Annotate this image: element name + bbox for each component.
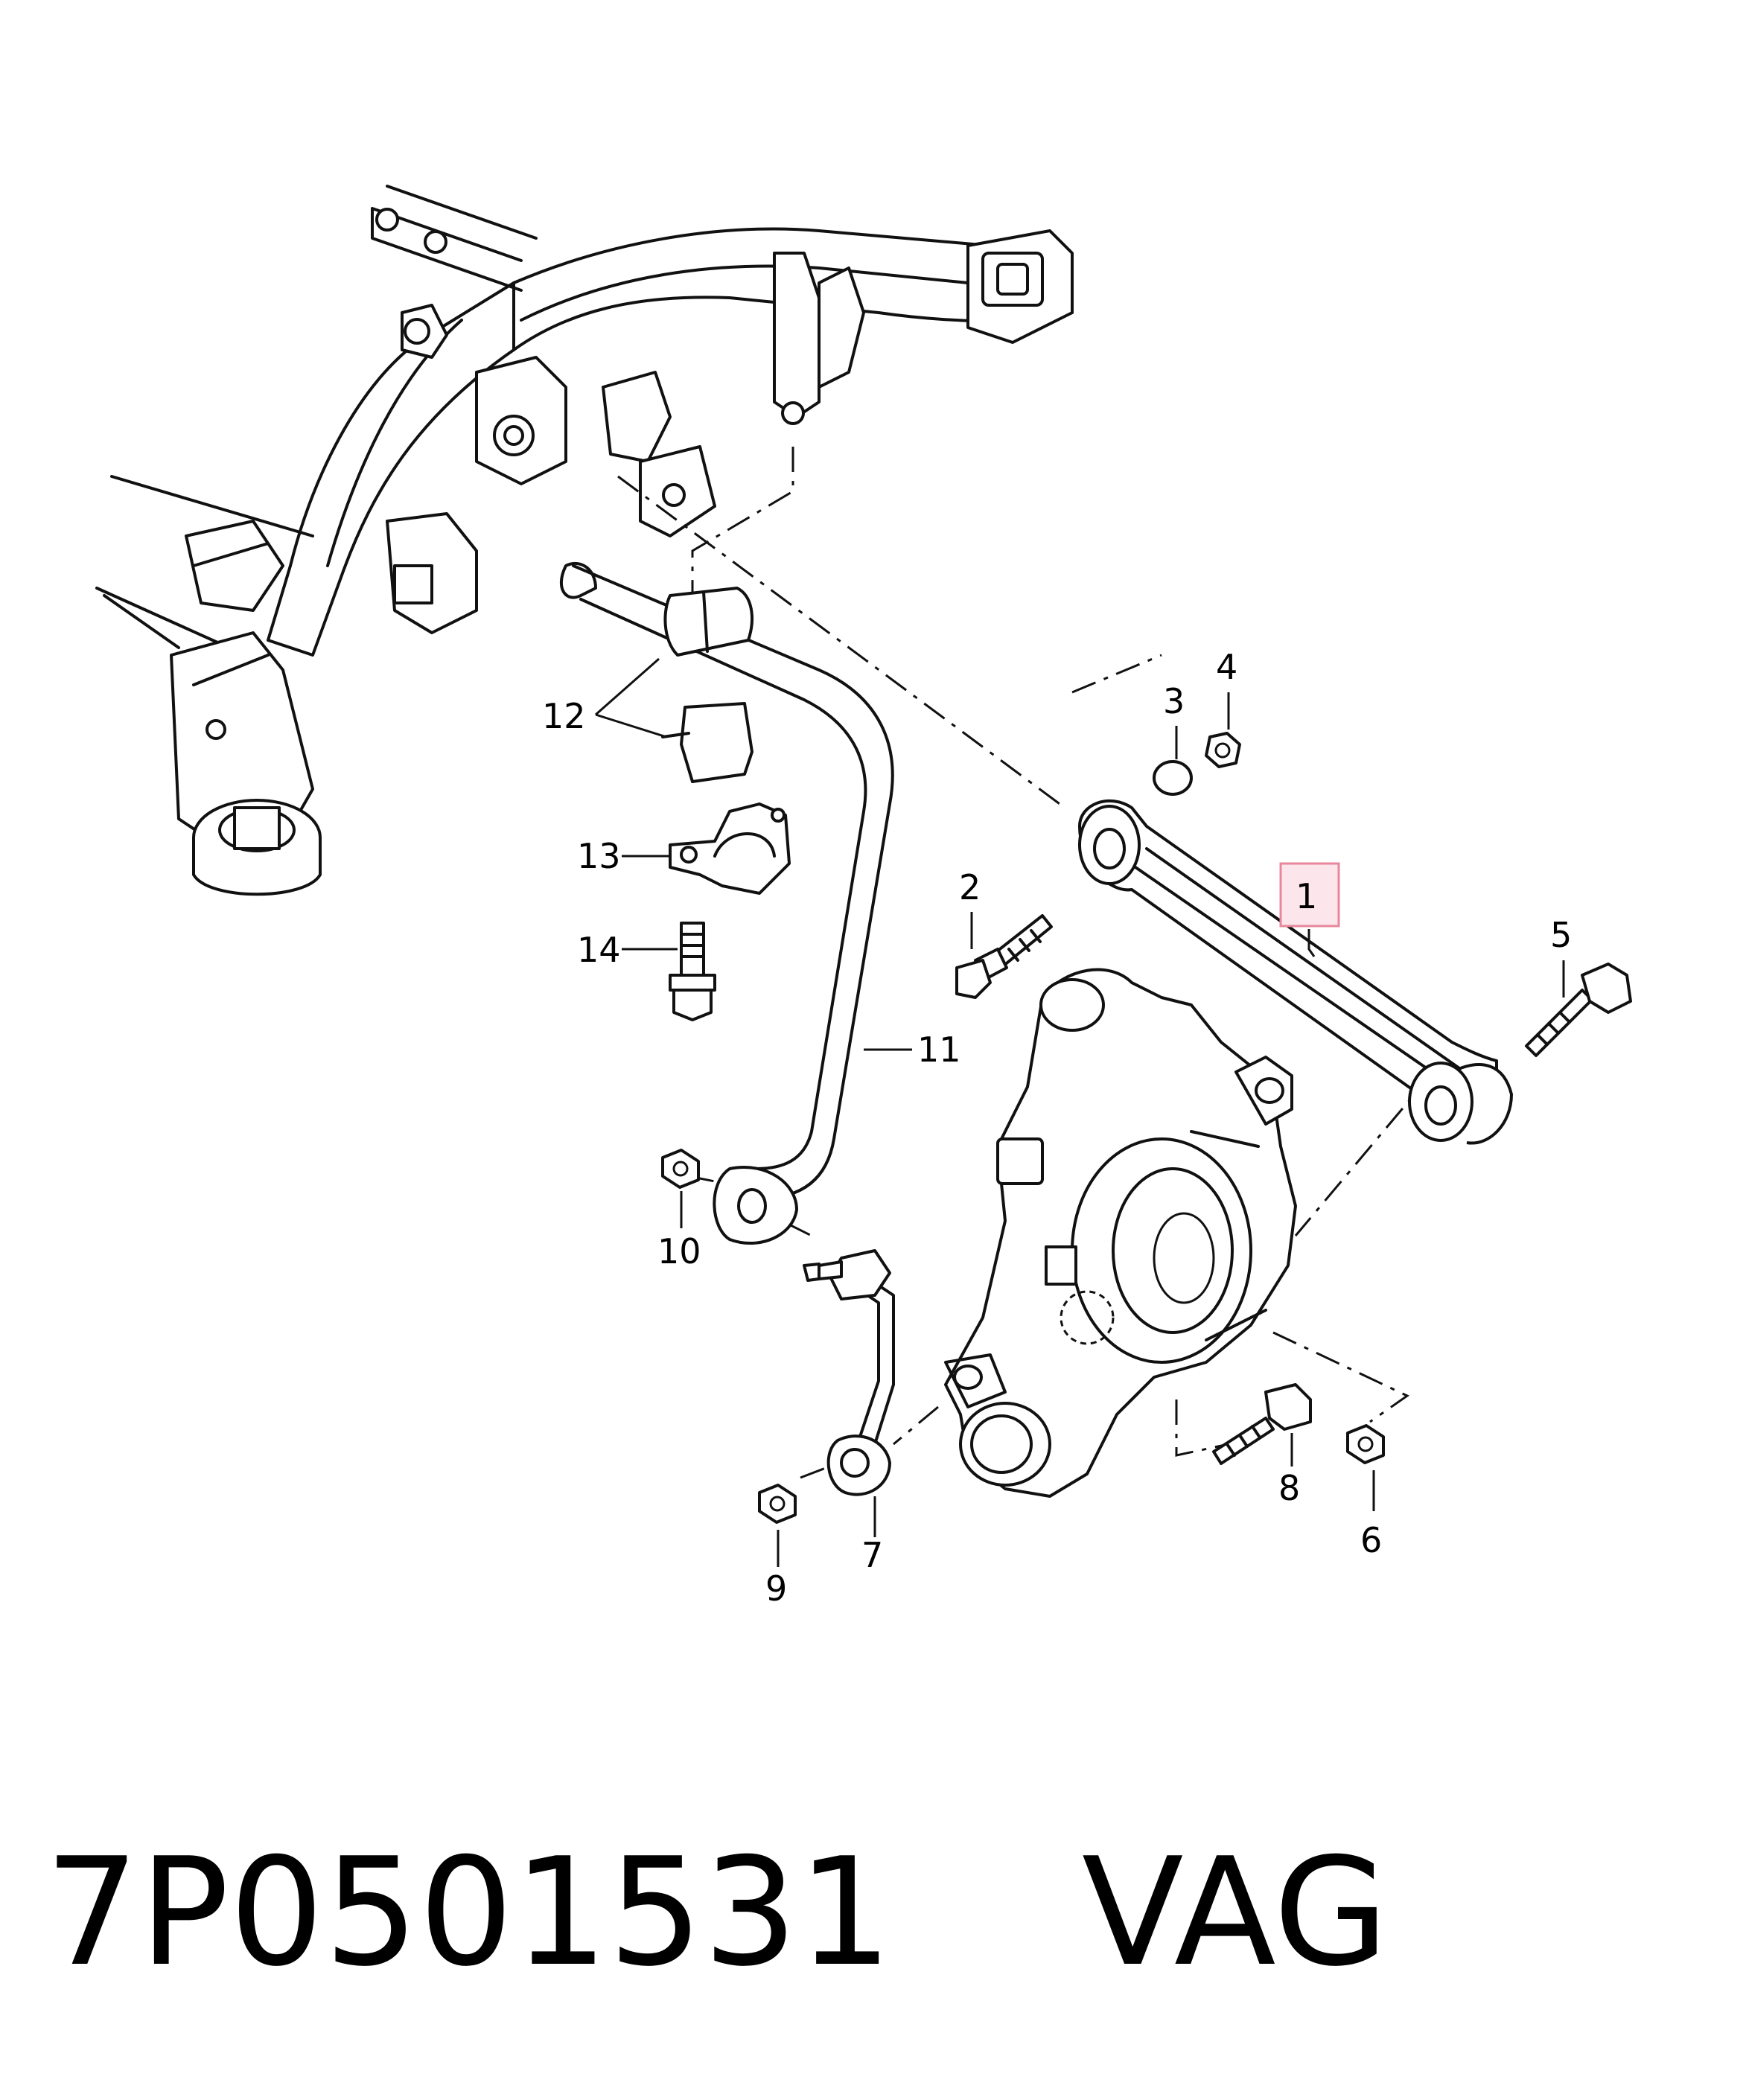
callout-12: 12 — [542, 696, 586, 736]
callout-1: 1 — [1296, 876, 1317, 916]
part-number: 7P0501531 — [45, 1826, 893, 2000]
callout-2: 2 — [959, 867, 981, 907]
arm-outer-bolt — [1525, 963, 1632, 1057]
rear-upper-control-arm — [1078, 800, 1513, 1145]
callout-13: 13 — [577, 836, 621, 876]
arm-inner-bolt — [955, 914, 1053, 999]
callout-3: 3 — [1163, 681, 1185, 721]
callout-11: 11 — [917, 1030, 961, 1070]
callout-8: 8 — [1278, 1468, 1300, 1508]
callout-7: 7 — [861, 1535, 883, 1575]
hex-nut-10 — [661, 1149, 700, 1189]
hex-nut-9 — [758, 1484, 797, 1524]
hex-nut-4 — [1205, 732, 1241, 768]
callout-9: 9 — [765, 1568, 787, 1609]
callout-highlight-box — [1279, 862, 1340, 928]
stabilizer-bushing — [661, 587, 753, 783]
callout-labels: 1 2 3 4 5 6 7 8 9 10 11 12 13 14 — [542, 647, 1572, 1609]
brand-name: VAG — [1081, 1826, 1389, 2000]
hex-nut-6 — [1346, 1424, 1385, 1464]
knuckle-bolt — [1212, 1383, 1312, 1465]
rear-subframe — [95, 185, 1074, 896]
callout-14: 14 — [577, 930, 621, 970]
callout-5: 5 — [1550, 915, 1572, 955]
callout-10: 10 — [657, 1231, 701, 1271]
stabilizer-bar — [560, 561, 894, 1245]
callout-4: 4 — [1216, 647, 1237, 687]
bushing-clamp — [669, 802, 791, 895]
callout-6: 6 — [1360, 1520, 1382, 1560]
wheel-carrier — [944, 968, 1297, 1498]
callout-leaders — [595, 657, 1565, 1567]
part-caption: 7P0501531 VAG — [45, 1839, 1389, 1988]
washer — [1153, 760, 1193, 796]
stabilizer-link — [803, 1249, 895, 1496]
clamp-bolt — [669, 922, 716, 1021]
